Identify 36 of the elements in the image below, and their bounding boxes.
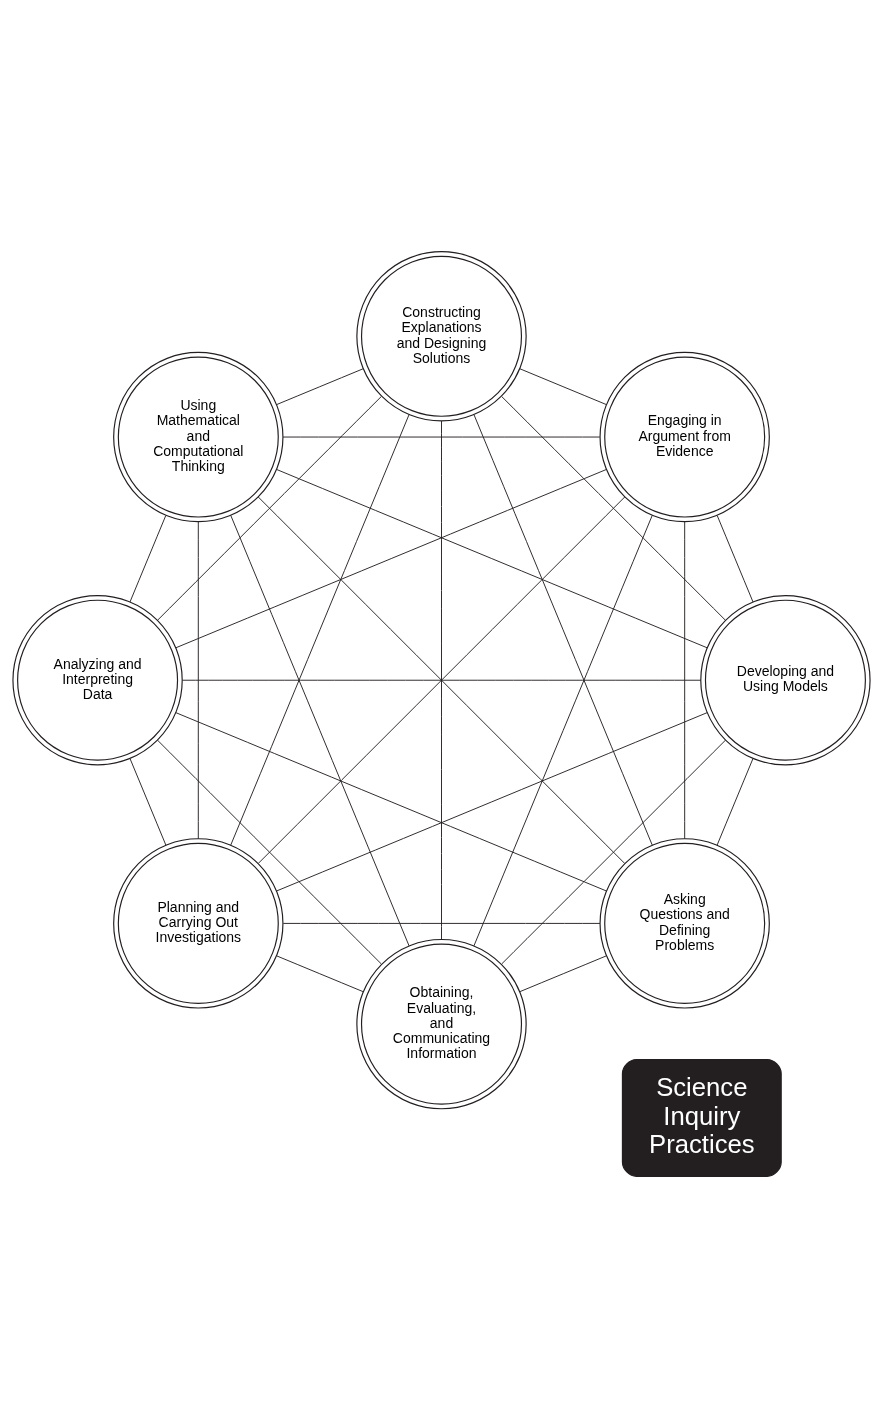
connector [157,739,382,965]
node-circle: Constructing Explanations and Designing Solutions [356,251,527,422]
connector [282,922,601,924]
connector [276,368,364,406]
connector [129,758,167,846]
connector [276,712,708,892]
connector [276,955,364,993]
connector [473,414,653,846]
connector [684,521,686,840]
node-circle: Obtaining, Evaluating, and Communicating Information [356,938,527,1110]
connector [519,955,607,993]
connector [230,514,410,947]
node-circle: Asking Questions and Defining Problems [599,838,770,1009]
connector [716,515,754,603]
connector [473,514,653,947]
connector [129,515,167,603]
connector [441,420,442,940]
connector [230,414,410,846]
node-circle: Planning and Carrying Out Investigations [113,838,284,1009]
connector [175,712,607,892]
connector [257,496,626,864]
node-circle: Developing and Using Models [700,595,871,766]
connector [276,468,708,649]
connector [282,436,601,438]
connector [716,758,754,846]
connector [197,521,199,840]
connector [501,396,726,621]
node-circle: Engaging in Argument from Evidence [599,351,770,523]
connector [157,396,382,621]
node-box: Science Inquiry Practices [621,1059,782,1177]
connector [175,468,607,649]
connector [182,679,702,681]
node-circle: Analyzing and Interpreting Data [12,595,183,766]
connector [519,368,607,405]
node-circle: Using Mathematical and Computational Thinking [113,351,284,523]
connector [501,739,726,965]
